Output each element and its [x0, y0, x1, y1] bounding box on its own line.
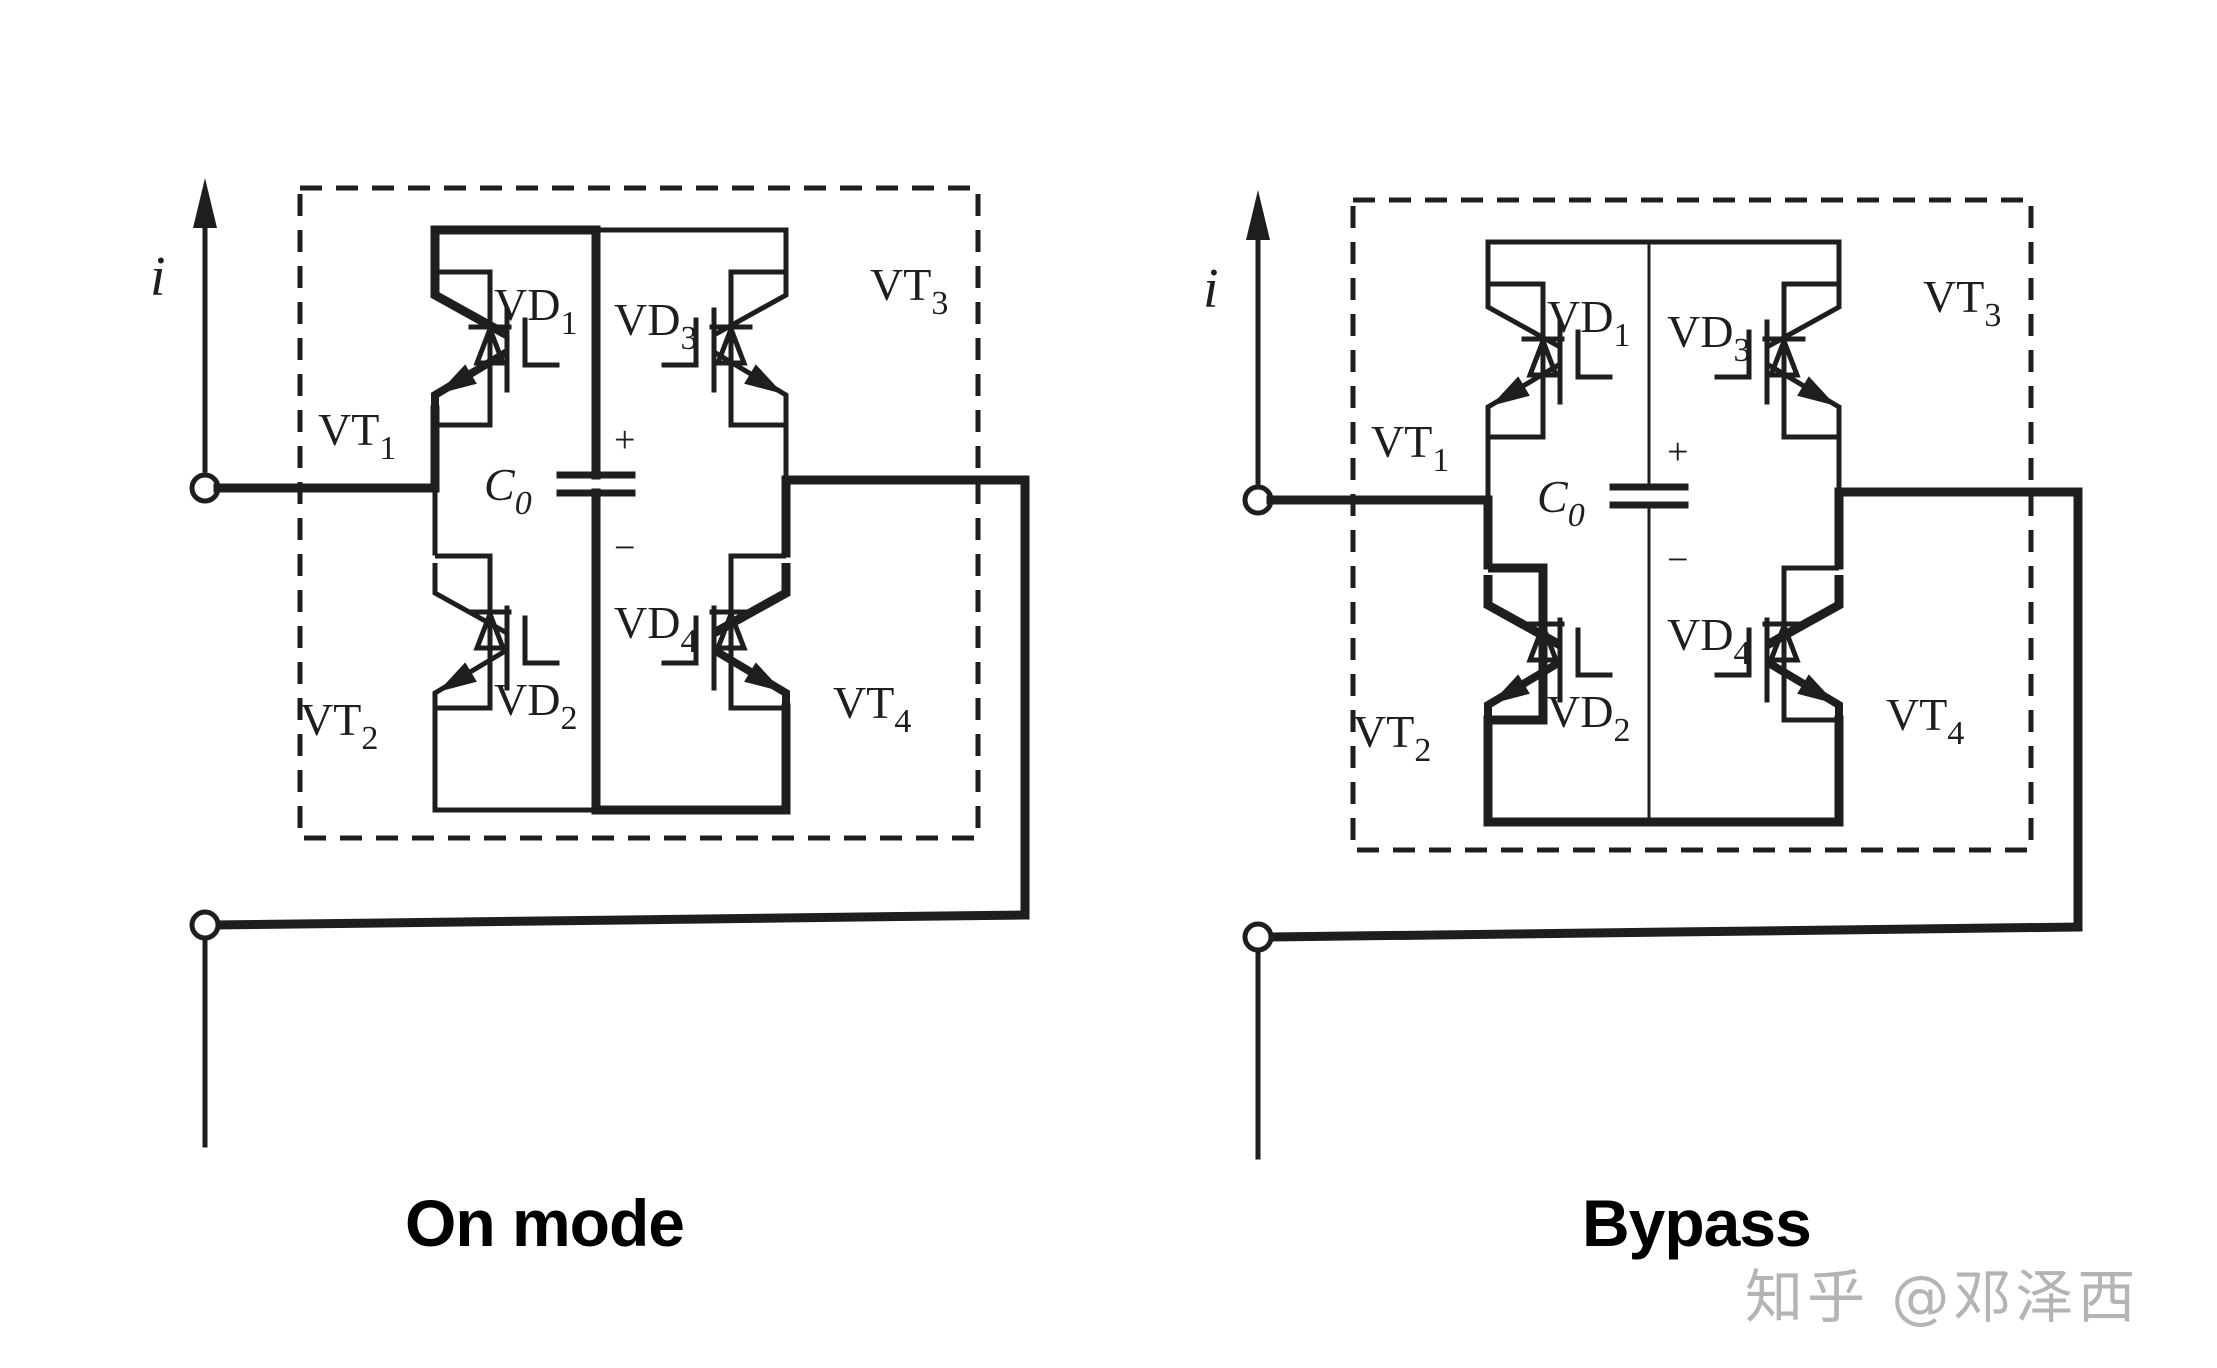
- output-wire-bottom: [213, 910, 1030, 930]
- label-vd4: VD4: [614, 597, 697, 660]
- diode-triangle-icon: [1526, 618, 1560, 663]
- on-mode-caption: On mode: [405, 1186, 685, 1260]
- plus-sign: +: [614, 419, 635, 461]
- diode-triangle-icon: [1767, 618, 1801, 663]
- igbt-vt1: [430, 265, 560, 410]
- diode-triangle-icon: [473, 321, 507, 366]
- emitter-arrow-icon: [744, 662, 784, 692]
- igbt-collector: [712, 265, 789, 338]
- label-vt4: VT4: [833, 677, 911, 740]
- current-arrow-icon: [193, 178, 217, 228]
- diode-vd3: [709, 321, 753, 366]
- emitter-arrow-icon: [1490, 376, 1530, 406]
- diode-vd1: [468, 321, 512, 366]
- diode-vd1: [1521, 333, 1565, 378]
- label-vt1: VT1: [318, 404, 396, 467]
- label-vd1: VD1: [494, 279, 577, 342]
- vd2-loop: [1488, 563, 1548, 725]
- emitter-arrow-icon: [437, 662, 477, 692]
- vd4-loop: [1781, 565, 1839, 723]
- emitter-arrow-icon: [1490, 674, 1530, 704]
- vd2-loop: [435, 553, 493, 711]
- igbt-vt2: [1483, 575, 1613, 720]
- igbt-collector: [1765, 277, 1842, 350]
- capacitor-label: C0: [1537, 471, 1585, 534]
- current-label: i: [150, 246, 166, 308]
- igbt-emitter: [431, 348, 510, 410]
- emitter-arrow-icon: [437, 364, 477, 394]
- diode-vd3: [1762, 333, 1806, 378]
- igbt-collector: [1483, 575, 1563, 649]
- label-vt3: VT3: [1923, 271, 2001, 334]
- label-vt2: VT2: [300, 694, 378, 757]
- igbt-vt4: [661, 563, 791, 708]
- igbt-collector: [430, 265, 510, 339]
- label-vd4: VD4: [1667, 609, 1750, 672]
- minus-sign: −: [1667, 539, 1688, 581]
- vd1-loop: [435, 269, 493, 428]
- vd3-loop: [1781, 281, 1839, 440]
- igbt-emitter: [712, 349, 789, 410]
- diode-triangle-icon: [714, 321, 748, 366]
- igbt-emitter: [432, 647, 509, 708]
- igbt-vt4: [1714, 575, 1844, 720]
- label-vt2: VT2: [1353, 706, 1431, 769]
- capacitor-label: C0: [484, 459, 532, 522]
- igbt-collector: [1485, 277, 1562, 350]
- igbt-emitter: [1764, 658, 1843, 720]
- diode-vd4: [709, 606, 753, 651]
- module-enclosure: [297, 185, 981, 841]
- vd3-loop: [728, 269, 786, 428]
- emitter-arrow-icon: [744, 364, 784, 394]
- label-vd2: VD2: [1547, 686, 1630, 749]
- vd1-loop: [1488, 281, 1546, 440]
- igbt-emitter: [711, 646, 790, 708]
- diode-vd4: [1762, 618, 1806, 663]
- diode-triangle-icon: [714, 606, 748, 651]
- vd4-loop: [728, 553, 786, 711]
- igbt-collector: [1764, 575, 1844, 649]
- watermark: 知乎 @邓泽西: [1745, 1263, 2140, 1331]
- diode-triangle-icon: [473, 606, 507, 651]
- igbt-vt1: [1485, 277, 1613, 422]
- module-enclosure: [1350, 197, 2034, 853]
- label-vt1: VT1: [1371, 416, 1449, 479]
- diode-vd2: [1521, 618, 1565, 663]
- igbt-collector: [711, 563, 791, 637]
- igbt-emitter: [1484, 658, 1563, 720]
- diode-triangle-icon: [1526, 333, 1560, 378]
- plus-sign: +: [1667, 431, 1688, 473]
- label-vt4: VT4: [1886, 689, 1964, 752]
- igbt-emitter: [1485, 361, 1562, 422]
- minus-sign: −: [614, 527, 635, 569]
- terminal-b-icon: [1242, 921, 1274, 953]
- igbt-collector: [432, 563, 509, 636]
- igbt-emitter: [1765, 361, 1842, 422]
- current-arrow-icon: [1246, 190, 1270, 240]
- label-vd2: VD2: [494, 674, 577, 737]
- igbt-vt2: [432, 563, 560, 708]
- diode-triangle-icon: [1767, 333, 1801, 378]
- diode-vd2: [468, 606, 512, 651]
- emitter-arrow-icon: [1797, 376, 1837, 406]
- label-vt3: VT3: [870, 259, 948, 322]
- emitter-arrow-icon: [1797, 674, 1837, 704]
- igbt-vt3: [661, 265, 789, 410]
- output-wire-bottom: [1266, 922, 2083, 942]
- terminal-b-icon: [189, 909, 221, 941]
- label-vd1: VD1: [1547, 291, 1630, 354]
- bypass-caption: Bypass: [1582, 1186, 1812, 1260]
- label-vd3: VD3: [614, 294, 697, 357]
- label-vd3: VD3: [1667, 306, 1750, 369]
- igbt-vt3: [1714, 277, 1842, 422]
- current-label: i: [1203, 258, 1219, 320]
